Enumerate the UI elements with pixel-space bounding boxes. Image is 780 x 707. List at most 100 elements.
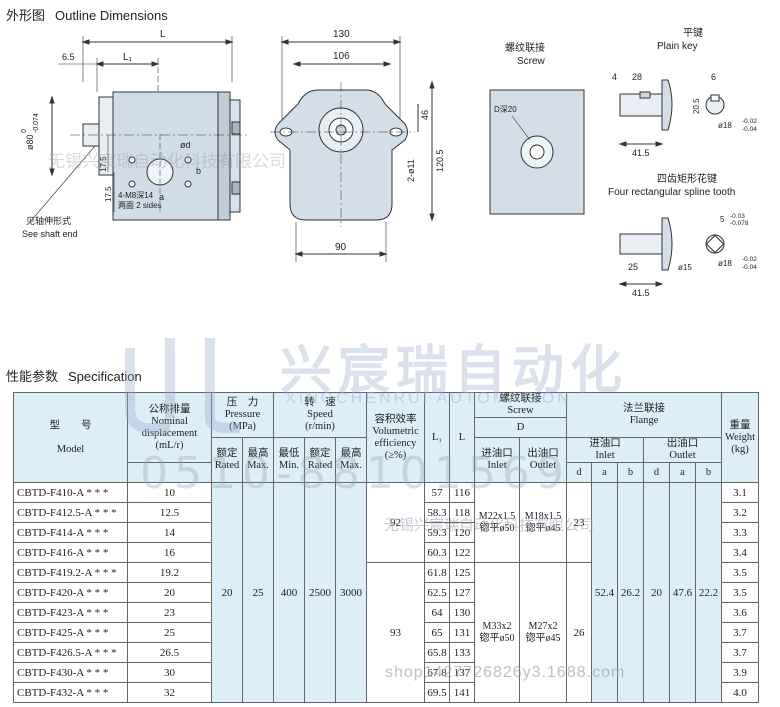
cell-L: 127 xyxy=(449,582,475,603)
front-view xyxy=(29,36,250,223)
cell-model: CBTD-F414-A * * * xyxy=(13,522,128,543)
hdr-sin-en: Inlet xyxy=(487,460,507,471)
cell-fd1: 23 xyxy=(566,482,592,563)
dim-2-phi11: 2-ø11 xyxy=(406,159,416,182)
hdr-fin-en: Inlet xyxy=(595,450,615,461)
spec-title-cn: 性能参数 xyxy=(6,369,59,384)
sp-tol-up: -0.02 xyxy=(742,256,757,263)
hdr-L: L xyxy=(449,392,475,483)
table-row: CBTD-F414-A * * * 14 59.3 120 3.3 xyxy=(13,522,759,543)
cell-model: CBTD-F423-A * * * xyxy=(13,602,128,623)
cell-disp: 16 xyxy=(127,542,212,563)
dim-bolts-en: 两面 2 sides xyxy=(118,201,162,210)
hdr-max-en: Max. xyxy=(247,460,269,471)
cell-disp: 26.5 xyxy=(127,642,212,663)
pk-dim-4: 4 xyxy=(612,72,617,82)
hdr-vol-cn: 容积效率 xyxy=(374,413,417,425)
cell-model: CBTD-F410-A * * * xyxy=(13,482,128,503)
hdr-speed-cn: 转 速 xyxy=(304,397,336,408)
dim-L: L xyxy=(160,29,166,40)
cell-L1: 65.8 xyxy=(424,642,450,663)
table-row: CBTD-F430-A * * * 30 67.8 137 3.9 xyxy=(13,662,759,683)
cell-weight: 3.3 xyxy=(721,522,759,543)
cell-fd2: 26 xyxy=(566,562,592,703)
cell-oa: 47.6 xyxy=(669,482,696,703)
hdr-screw-cn: 螺纹联接 xyxy=(499,393,542,404)
dim-L1: L₁ xyxy=(123,52,133,63)
pk-dim-41-5: 41.5 xyxy=(632,148,650,158)
hdr-press-en: Pressure xyxy=(224,409,261,420)
sp-dim-phi15: ø15 xyxy=(678,263,692,272)
screw-title-cn: 螺纹联接 xyxy=(505,41,545,54)
hdr-fout-cn: 出油口 xyxy=(666,438,699,449)
cell-L1: 69.5 xyxy=(424,682,450,703)
cell-L1: 60.3 xyxy=(424,542,450,563)
outline-title-en: Outline Dimensions xyxy=(55,8,168,23)
cell-weight: 3.7 xyxy=(721,642,759,663)
cell-L: 131 xyxy=(449,622,475,643)
cell-L1: 57 xyxy=(424,482,450,503)
plainkey-title-en: Plain key xyxy=(657,41,698,52)
cell-L: 120 xyxy=(449,522,475,543)
cell-model: CBTD-F419.2-A * * * xyxy=(13,562,128,583)
cell-rated: 20 xyxy=(211,482,243,703)
cell-weight: 3.5 xyxy=(721,562,759,583)
hdr-srated-en: Rated xyxy=(307,460,333,471)
dim-17-5-b: 17.5 xyxy=(104,186,113,202)
cell-disp: 32 xyxy=(127,682,212,703)
table-row: CBTD-F423-A * * * 23 64 130 3.6 xyxy=(13,602,759,623)
table-row: CBTD-F425-A * * * 25 65 131 3.7 xyxy=(13,622,759,643)
cell-vol2: 93 xyxy=(366,562,425,703)
table-row: CBTD-F416-A * * * 16 60.3 122 3.4 xyxy=(13,542,759,563)
cell-L1: 61.8 xyxy=(424,562,450,583)
dim-130: 130 xyxy=(333,29,350,40)
pk-tol-dn: -0.04 xyxy=(742,126,757,133)
dim-120-5: 120.5 xyxy=(435,149,445,172)
hdr-speed-unit: (r/min) xyxy=(305,421,335,432)
cell-L: 118 xyxy=(449,502,475,523)
cell-weight: 3.9 xyxy=(721,662,759,683)
hdr-L1: L₁ xyxy=(424,392,450,483)
dim-b: b xyxy=(196,166,201,176)
shaft-note-en: See shaft end xyxy=(22,229,78,239)
cell-vol1: 92 xyxy=(366,482,425,563)
hdr-D: D xyxy=(474,417,567,438)
cell-disp: 12.5 xyxy=(127,502,212,523)
cell-disp: 25 xyxy=(127,622,212,643)
hdr-speed-en: Speed xyxy=(307,409,333,420)
hdr-weight-en: Weight xyxy=(724,431,756,443)
hdr-weight-unit: (kg) xyxy=(731,443,749,455)
cell-L1: 67.8 xyxy=(424,662,450,683)
hdr-vol-unit: (≥%) xyxy=(384,449,407,461)
spline-title-en: Four rectangular spline tooth xyxy=(608,187,735,198)
hdr-rated-en: Rated xyxy=(214,460,240,471)
hdr-fout-a: a xyxy=(669,462,696,483)
hdr-screw-en: Screw xyxy=(507,405,534,416)
dim-90: 90 xyxy=(335,242,347,253)
cell-model: CBTD-F425-A * * * xyxy=(13,622,128,643)
dim-106: 106 xyxy=(333,51,350,62)
table-row: CBTD-F426.5-A * * * 26.5 65.8 133 3.7 xyxy=(13,642,759,663)
pk-dim-20-5: 20.5 xyxy=(692,98,701,114)
watermark-company-top: 无锡兴宸瑞自动化科技有限公司 xyxy=(48,152,286,171)
sp-dim-41-5: 41.5 xyxy=(632,288,650,298)
hdr-weight-cn: 重量 xyxy=(729,419,751,431)
hdr-srated-cn: 额定 xyxy=(309,448,331,459)
dim-phi80-tol-up: 0 xyxy=(21,129,28,133)
hdr-fin-a: a xyxy=(591,462,618,483)
shaft-note-cn: 见轴伸形式 xyxy=(26,215,71,226)
hdr-min-en: Min. xyxy=(278,460,300,471)
